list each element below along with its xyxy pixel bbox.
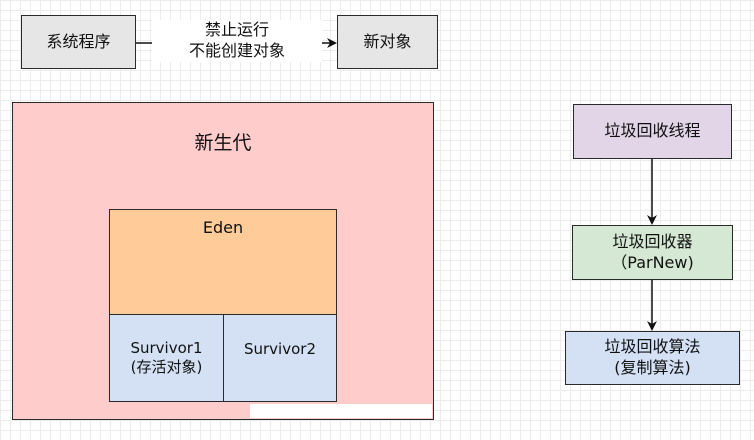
- gc-thread-label: 垃圾回收线程: [604, 121, 701, 141]
- gc-collector-sublabel: （ParNew): [611, 252, 694, 272]
- edge-label-line1: 禁止运行: [204, 20, 269, 39]
- gc-algorithm-node[interactable]: 垃圾回收算法 (复制算法): [565, 331, 740, 385]
- survivor2-label: Survivor2: [243, 340, 316, 358]
- eden-space-node[interactable]: Eden: [109, 209, 337, 315]
- gc-algorithm-label: 垃圾回收算法: [604, 337, 701, 357]
- edge-label-line2: 不能创建对象: [188, 40, 285, 60]
- system-program-label: 系统程序: [46, 31, 111, 51]
- gc-collector-label: 垃圾回收器: [612, 231, 693, 251]
- system-program-node[interactable]: 系统程序: [21, 15, 136, 69]
- survivor1-node[interactable]: Survivor1 (存活对象): [109, 314, 224, 402]
- gc-collector-node[interactable]: 垃圾回收器 （ParNew): [572, 225, 733, 280]
- survivor1-label: Survivor1: [130, 338, 203, 357]
- gc-thread-node[interactable]: 垃圾回收线程: [573, 104, 732, 159]
- survivor2-node[interactable]: Survivor2: [223, 314, 337, 402]
- eden-label: Eden: [202, 218, 244, 237]
- new-object-node[interactable]: 新对象: [337, 15, 438, 69]
- survivor1-sublabel: (存活对象): [130, 358, 203, 376]
- container-gap: [250, 404, 432, 418]
- edge-label: 禁止运行 不能创建对象: [152, 20, 322, 62]
- gc-algorithm-sublabel: (复制算法): [614, 358, 691, 377]
- new-object-label: 新对象: [363, 31, 412, 51]
- young-generation-title: 新生代: [194, 132, 252, 154]
